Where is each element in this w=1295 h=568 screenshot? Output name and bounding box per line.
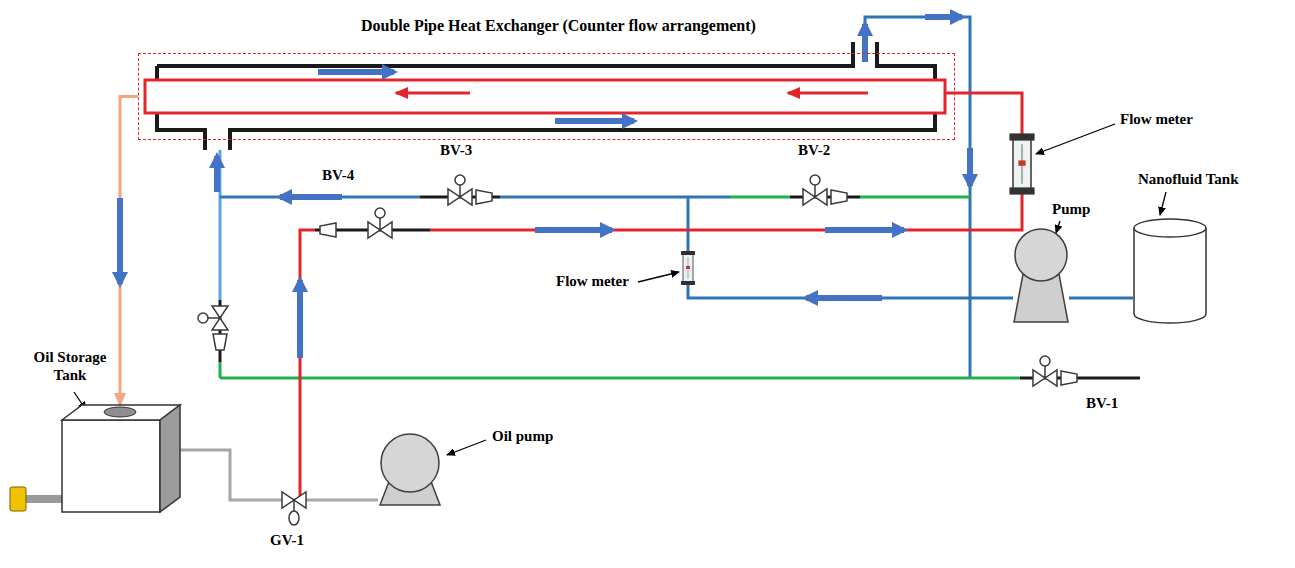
flow-meter-symbol	[681, 251, 695, 285]
reducer	[831, 190, 847, 204]
reducer	[476, 190, 492, 204]
valve-tag: BV-2	[798, 141, 830, 159]
nanofluid-tank-shape	[1133, 218, 1207, 324]
reducer	[1061, 371, 1077, 385]
ball-valve	[368, 208, 392, 238]
gate-valve	[282, 492, 306, 525]
oil-pump-shape	[378, 433, 442, 506]
ball-valve	[198, 306, 228, 330]
node-label: Oil pump	[492, 427, 553, 445]
valve-tag: BV-1	[1086, 394, 1118, 412]
ball-valve	[1033, 356, 1057, 386]
pump-pipe	[688, 197, 1013, 298]
hot-oil-pipe	[300, 230, 315, 500]
node-label: Pump	[1052, 200, 1090, 218]
valve-tag: GV-1	[270, 531, 304, 549]
node-label: Double Pipe Heat Exchanger (Counter flow…	[361, 16, 756, 35]
flow-meter-symbol	[1009, 133, 1034, 194]
oil-flow-arrows	[396, 92, 868, 95]
bypass-pipe	[730, 196, 790, 199]
node-label: Nanofluid Tank	[1138, 170, 1238, 188]
reducer	[213, 334, 227, 350]
oil-storage-tank: Oil Storage Tank	[62, 405, 180, 512]
leader-lines	[74, 124, 1166, 455]
reducer	[320, 223, 336, 237]
bypass-pipe	[220, 377, 1020, 380]
pipe-connector	[180, 450, 378, 500]
ball-valve	[803, 175, 827, 205]
valve-tag: BV-3	[440, 141, 472, 159]
cold-supply-pipe	[500, 196, 730, 199]
bypass-pipe	[219, 362, 222, 378]
inner-pipe	[145, 80, 945, 113]
pump-shape	[1013, 228, 1069, 323]
bypass-pipe	[860, 196, 970, 199]
node-label: Oil Storage Tank	[20, 348, 120, 384]
component-label: Flow meter	[1120, 110, 1193, 128]
pipe-connector	[1069, 297, 1133, 300]
component-label: Flow meter	[556, 272, 629, 290]
flow-arrows	[120, 17, 970, 358]
cold-supply-pipe	[220, 196, 420, 199]
pump: Pump	[1013, 228, 1069, 323]
oil-pump: Oil pump	[378, 433, 442, 506]
heat-exchanger: Double Pipe Heat Exchanger (Counter flow…	[138, 53, 955, 140]
oil-storage-tank-shape	[62, 405, 180, 512]
nanofluid-tank: Nanofluid Tank	[1133, 218, 1207, 324]
hot-oil-pipe	[430, 93, 1022, 230]
valve-tag: BV-4	[322, 166, 354, 184]
pipe-connector	[120, 97, 138, 406]
ball-valve	[448, 175, 472, 205]
